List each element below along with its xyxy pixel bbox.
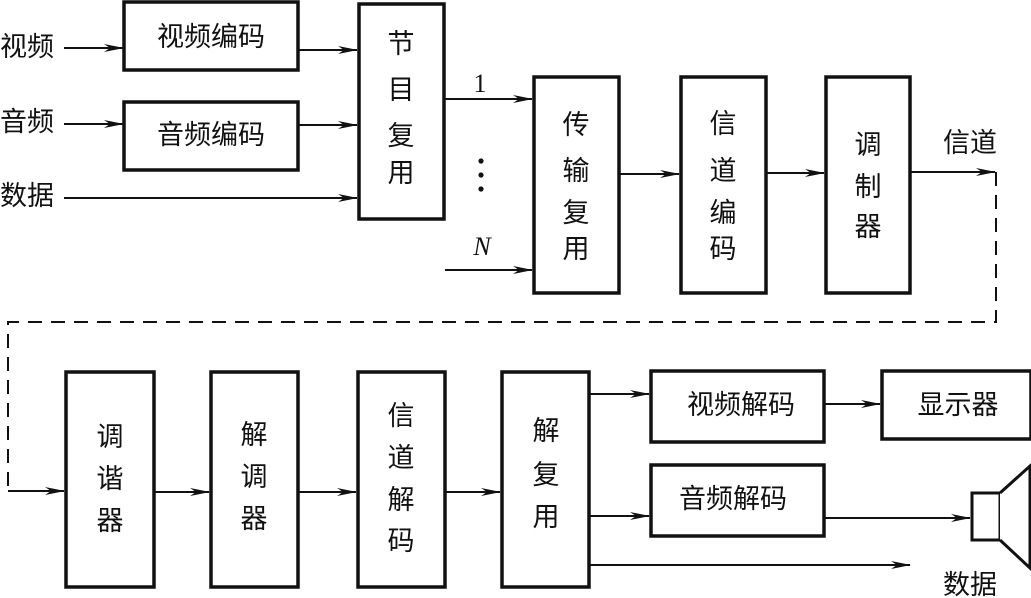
block-tuner-char: 调 [97, 422, 124, 453]
block-channel-decode: 信 道 解 码 [356, 370, 447, 589]
block-transport-mux: 传 输 复 用 [532, 75, 621, 295]
block-demodulator-char: 器 [241, 504, 268, 535]
block-demux: 解 复 用 [500, 370, 591, 589]
block-program-mux-char: 复 [388, 121, 415, 152]
block-channel-encode-char: 信 [710, 109, 737, 140]
block-tuner-char: 谐 [97, 464, 124, 495]
block-modulator-char: 器 [855, 212, 882, 243]
block-program-mux: 节 目 复 用 [357, 2, 446, 221]
block-program-mux-char: 用 [388, 158, 415, 189]
input-label-audio: 音频 [0, 107, 54, 138]
block-video-encode-label: 视频编码 [157, 22, 265, 53]
block-program-mux-char: 目 [388, 75, 415, 106]
block-display-label: 显示器 [918, 390, 999, 421]
channel-label: 信道 [943, 128, 997, 159]
input-label-data: 数据 [0, 181, 54, 212]
stream-label-n: N [472, 232, 492, 261]
input-label-video: 视频 [0, 32, 54, 63]
block-audio-decode-label: 音频解码 [679, 484, 787, 515]
block-modulator-char: 调 [855, 130, 882, 161]
block-transport-mux-char: 传 [563, 110, 590, 141]
block-channel-decode-char: 信 [388, 401, 415, 432]
block-program-mux-char: 节 [388, 29, 415, 60]
ellipsis-dot [478, 172, 484, 178]
block-video-encode: 视频编码 [122, 0, 300, 72]
block-video-decode: 视频解码 [649, 369, 826, 444]
block-channel-encode-char: 编 [710, 198, 737, 229]
block-transport-mux-char: 输 [563, 156, 590, 187]
block-modulator: 调 制 器 [824, 75, 912, 295]
speaker-icon [970, 463, 1031, 571]
block-transport-mux-char: 复 [563, 198, 590, 229]
block-demodulator-char: 调 [241, 462, 268, 493]
block-channel-encode: 信 道 编 码 [679, 75, 768, 295]
block-audio-encode-label: 音频编码 [157, 120, 265, 151]
block-tuner-char: 器 [97, 506, 124, 537]
block-demux-char: 用 [533, 502, 560, 533]
block-tuner: 调 谐 器 [64, 370, 156, 589]
output-label-data: 数据 [943, 570, 997, 598]
block-video-decode-label: 视频解码 [687, 390, 795, 421]
channel-dashed-path [7, 172, 997, 491]
block-demodulator: 解 调 器 [209, 370, 300, 589]
block-demux-char: 复 [533, 460, 560, 491]
block-transport-mux-char: 用 [563, 234, 590, 265]
ellipsis-dot [478, 186, 484, 192]
block-modulator-char: 制 [855, 172, 882, 203]
block-audio-decode: 音频解码 [649, 463, 826, 538]
block-demux-char: 解 [533, 416, 560, 447]
block-channel-decode-char: 解 [388, 485, 415, 516]
block-audio-encode: 音频编码 [122, 100, 300, 172]
block-channel-encode-char: 码 [710, 234, 737, 265]
block-channel-decode-char: 码 [388, 526, 415, 557]
stream-label-1: 1 [474, 69, 487, 98]
ellipsis-dot [478, 158, 484, 164]
block-channel-decode-char: 道 [388, 443, 415, 474]
block-display: 显示器 [880, 369, 1031, 441]
block-demodulator-char: 解 [241, 420, 268, 451]
block-channel-encode-char: 道 [710, 156, 737, 187]
